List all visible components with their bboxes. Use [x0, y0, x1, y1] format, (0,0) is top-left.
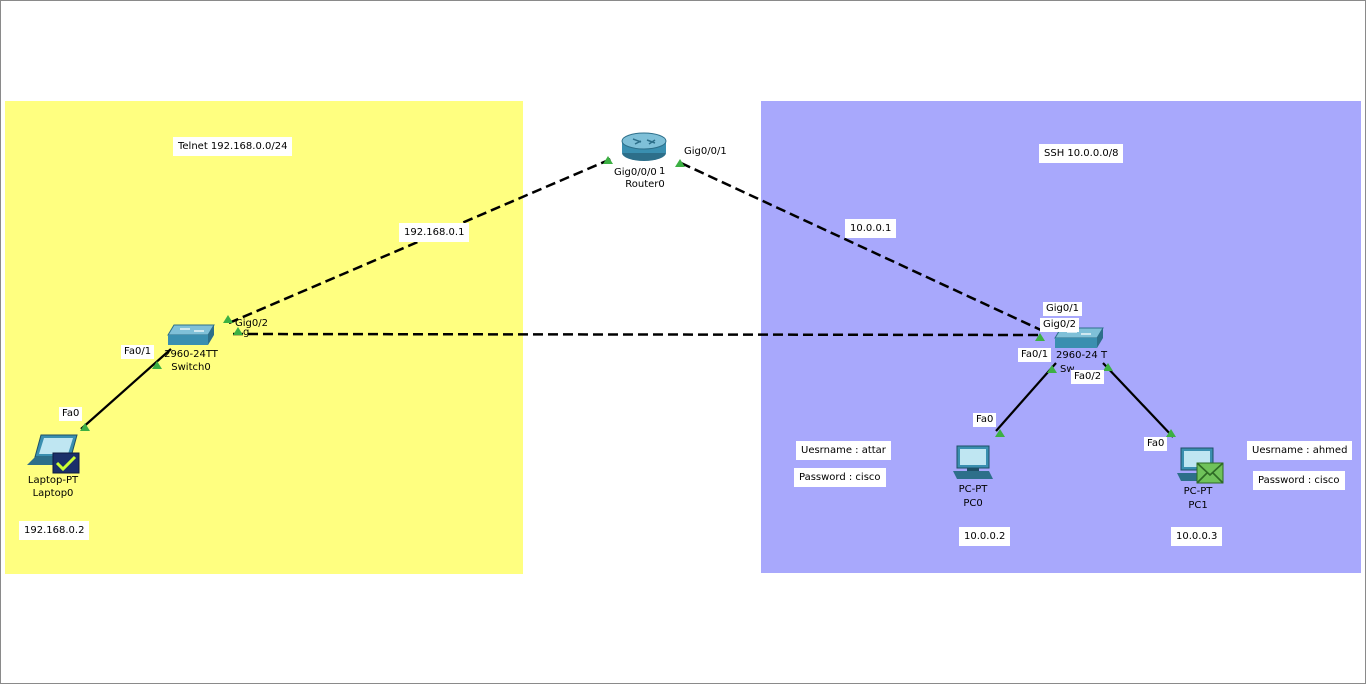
- router-ip-right: 10.0.0.1: [845, 219, 897, 238]
- switch1-port-pc1: Fa0/2: [1071, 370, 1105, 384]
- router-model-partial: 1: [659, 166, 666, 177]
- switch0-name: Switch0: [171, 362, 211, 373]
- switch1-name: Sw: [1060, 364, 1075, 375]
- router-ip-left: 192.168.0.1: [399, 223, 470, 242]
- link-switch1-pc0[interactable]: [995, 362, 1057, 432]
- pc1-password: Password : cisco: [1253, 471, 1345, 490]
- port-indicator-switch0-trunk: [233, 327, 243, 335]
- pc0-port: Fa0: [973, 413, 997, 427]
- laptop0-name: Laptop0: [32, 488, 74, 499]
- router-icon[interactable]: [621, 131, 667, 167]
- port-indicator-switch0-fa: [152, 361, 162, 369]
- zone-telnet-label: Telnet 192.168.0.0/24: [173, 137, 293, 156]
- pc0-model: PC-PT: [958, 484, 988, 495]
- pc0-password: Password : cisco: [794, 468, 886, 487]
- switch1-port-trunk: Gig0/2: [1040, 318, 1079, 332]
- port-indicator-switch0-gig: [223, 315, 233, 323]
- port-indicator-switch1-fa02: [1103, 363, 1113, 371]
- port-indicator-pc1: [1166, 429, 1176, 437]
- link-switch0-switch1[interactable]: [232, 332, 1042, 337]
- pc1-username: Uesrname : ahmed: [1247, 441, 1353, 460]
- laptop0-model: Laptop-PT: [27, 475, 79, 486]
- router-name: Router0: [625, 179, 665, 190]
- switch0-icon[interactable]: [166, 323, 216, 351]
- port-indicator-switch1-fa01: [1047, 365, 1057, 373]
- laptop0-ip: 192.168.0.2: [19, 521, 90, 540]
- link-switch1-pc1[interactable]: [1102, 362, 1174, 438]
- pc1-icon[interactable]: [1177, 447, 1225, 489]
- port-indicator-router-right: [675, 159, 685, 167]
- laptop-icon[interactable]: [27, 433, 81, 479]
- pc1-ip: 10.0.0.3: [1171, 527, 1223, 546]
- link-router-switch1[interactable]: [680, 161, 1044, 333]
- switch1-port-up: Gig0/1: [1043, 302, 1082, 316]
- pc1-port: Fa0: [1144, 437, 1168, 451]
- zone-telnet[interactable]: [5, 101, 523, 574]
- port-indicator-laptop0: [80, 423, 90, 431]
- switch0-model: 2960-24TT: [164, 349, 218, 360]
- port-indicator-pc0: [995, 429, 1005, 437]
- laptop0-port: Fa0: [59, 407, 83, 421]
- pc1-name: PC1: [1188, 500, 1208, 511]
- link-switch0-router[interactable]: [228, 157, 612, 325]
- pc0-ip: 10.0.0.2: [959, 527, 1011, 546]
- zone-ssh-label: SSH 10.0.0.0/8: [1039, 144, 1124, 163]
- switch1-port-pc0: Fa0/1: [1018, 348, 1052, 362]
- switch0-port-up: Gig0/2: [235, 318, 268, 329]
- port-indicator-switch1-gig01: [1035, 333, 1045, 341]
- router-port-left: Gig0/0/0: [614, 167, 657, 178]
- switch0-port-down: Fa0/1: [121, 345, 155, 359]
- pc0-username: Uesrname : attar: [796, 441, 891, 460]
- pc0-icon[interactable]: [953, 445, 993, 485]
- pc1-model: PC-PT: [1183, 486, 1213, 497]
- switch1-model: 2960-24 T: [1056, 350, 1108, 361]
- port-indicator-router-left: [603, 156, 613, 164]
- switch0-port-partial: g: [243, 327, 250, 338]
- pc0-name: PC0: [963, 498, 983, 509]
- router-port-right: Gig0/0/1: [684, 146, 727, 157]
